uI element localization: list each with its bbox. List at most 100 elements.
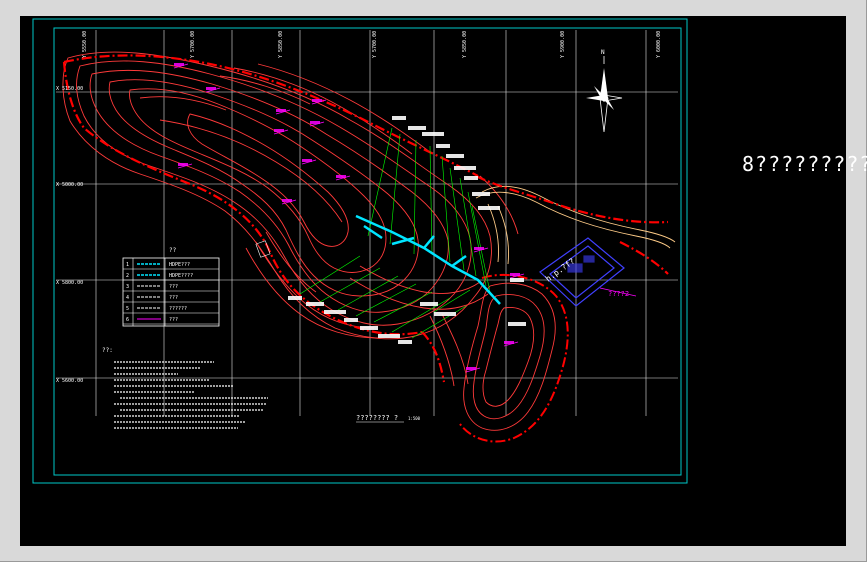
leader-line <box>433 289 471 313</box>
y-coordinate-label: Y 5850.00 <box>278 31 284 58</box>
callout-tag <box>360 326 378 330</box>
callout-tag <box>464 176 478 180</box>
magenta-label <box>282 199 292 202</box>
callout-tag <box>472 192 490 196</box>
building-leader <box>599 287 637 297</box>
x-coordinate-label: X 5150.00 <box>56 86 83 92</box>
y-coordinate-label: Y 5700.00 <box>190 31 196 58</box>
legend-row-desc: ??? <box>169 284 178 290</box>
leader-line <box>367 127 393 237</box>
callout-tag <box>446 154 464 158</box>
leader-lines <box>299 127 491 339</box>
callout-tag <box>398 340 412 344</box>
leader-line <box>449 167 465 271</box>
magenta-labels <box>173 63 525 373</box>
legend-row-desc: HDPE??? <box>169 262 190 268</box>
leader-line <box>319 267 381 303</box>
callout-tag <box>392 116 406 120</box>
leader-line <box>467 191 487 287</box>
terrain-contours <box>62 51 519 387</box>
callout-tag <box>408 126 426 130</box>
leader-line <box>413 139 417 255</box>
cad-drawing: h.p.?f? ????2 Y 5550.00Y 5700.00Y 5850.0… <box>32 18 688 484</box>
callout-tag <box>508 322 526 326</box>
legend-row-desc: ??? <box>169 295 178 301</box>
legend-row-number: 2 <box>126 273 129 279</box>
leader-line <box>337 275 399 311</box>
legend-row-number: 5 <box>126 306 129 312</box>
legend-row-number: 3 <box>126 284 129 290</box>
north-arrow-icon: N <box>586 49 623 133</box>
leader-line <box>411 305 467 339</box>
pipeline <box>355 214 501 305</box>
y-coordinate-label: Y 6000.00 <box>656 31 662 58</box>
callout-tag <box>454 166 476 170</box>
magenta-label <box>178 163 188 166</box>
legend-row-desc: ?????? <box>169 306 187 312</box>
magenta-label <box>174 63 184 66</box>
legend-title: ?? <box>169 247 177 254</box>
site-label: ????2 <box>608 290 629 298</box>
callout-tag <box>344 318 358 322</box>
svg-text:N: N <box>601 49 605 56</box>
magenta-label <box>274 129 284 132</box>
callout-tag <box>510 278 524 282</box>
legend-row-desc: ??? <box>169 317 178 323</box>
magenta-label <box>302 159 312 162</box>
callout-tag <box>324 310 346 314</box>
leader-line <box>299 255 361 295</box>
magenta-label <box>276 109 286 112</box>
magenta-label <box>510 273 520 276</box>
drawing-border-inner <box>53 27 682 476</box>
side-label: 8????????? <box>742 152 867 176</box>
x-coordinate-label: X 5800.00 <box>56 280 83 286</box>
leader-line <box>441 155 451 263</box>
pit-contours <box>463 282 556 431</box>
y-coordinate-label: Y 5900.00 <box>560 31 566 58</box>
access-road <box>475 185 676 265</box>
callout-tag <box>288 296 302 300</box>
callout-tag <box>422 132 444 136</box>
callout-tag <box>434 312 456 316</box>
scale-text: 1:500 <box>408 416 421 421</box>
drawing-border-outer <box>32 18 688 484</box>
magenta-label <box>206 87 216 90</box>
callout-tag <box>420 302 438 306</box>
y-coordinate-label: Y 5850.00 <box>462 31 468 58</box>
leader-line <box>373 291 433 323</box>
magenta-label <box>310 121 320 124</box>
y-coordinate-label: Y 5700.00 <box>372 31 378 58</box>
magenta-label <box>336 175 346 178</box>
magenta-label <box>474 247 484 250</box>
callout-tag <box>436 144 450 148</box>
leader-line <box>355 283 417 317</box>
callout-tag <box>478 206 500 210</box>
callout-tags <box>288 116 526 344</box>
x-coordinate-label: X 5600.00 <box>56 378 83 384</box>
leader-line <box>391 297 451 333</box>
x-coordinate-label: X 5000.00 <box>56 182 83 188</box>
magenta-label <box>504 341 514 344</box>
callout-tag <box>306 302 324 306</box>
plan-title: ???????? ? <box>356 414 398 422</box>
magenta-label <box>466 367 476 370</box>
legend-row-desc: HDPE???? <box>169 273 193 279</box>
notes-block: ??: <box>102 347 268 429</box>
callout-tag <box>378 334 400 338</box>
ledge-marker <box>255 240 271 258</box>
legend-row-number: 1 <box>126 262 129 268</box>
magenta-label <box>312 99 322 102</box>
legend-row-number: 6 <box>126 317 129 323</box>
notes-lines <box>114 361 268 429</box>
leader-line <box>389 133 401 245</box>
site-boundary <box>62 54 669 383</box>
notes-title: ??: <box>102 347 113 354</box>
leader-line <box>459 177 477 277</box>
leader-line <box>429 145 433 253</box>
site-building <box>539 237 625 307</box>
